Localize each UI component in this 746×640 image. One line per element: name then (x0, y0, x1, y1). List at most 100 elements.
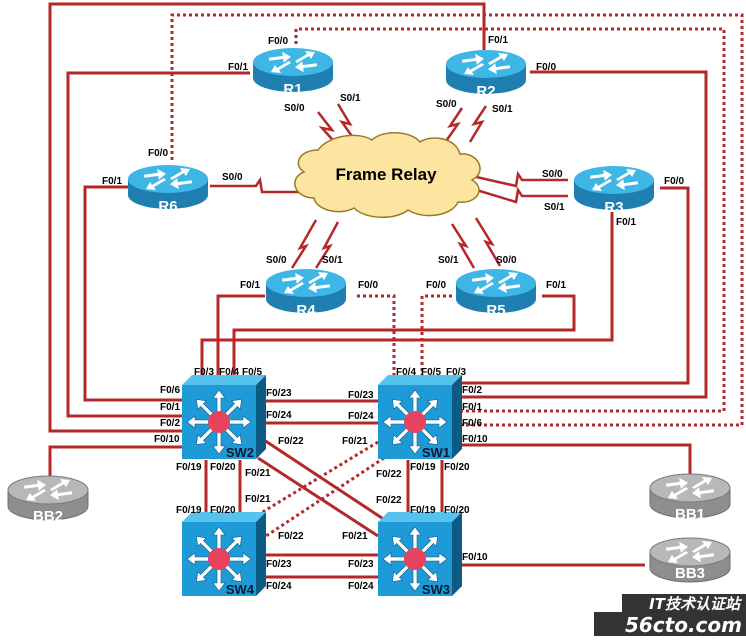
port-label: F0/0 (664, 176, 684, 187)
port-label: F0/10 (462, 552, 488, 563)
switch-sw3[interactable]: SW3 (377, 511, 463, 597)
router-bb3-name: BB3 (675, 565, 705, 582)
port-label: F0/1 (240, 280, 260, 291)
port-label: F0/20 (444, 462, 470, 473)
port-label: F0/5 (421, 367, 441, 378)
port-label: F0/1 (546, 280, 566, 291)
port-label: F0/4 (396, 367, 416, 378)
link-r5-f01-sw2-f05 (232, 294, 576, 377)
router-r5[interactable]: R5 (456, 269, 536, 319)
link-sw2-f02-r2-f01 (48, 2, 486, 433)
router-r2[interactable]: R2 (446, 50, 526, 100)
port-label: F0/21 (245, 468, 271, 479)
port-label: F0/23 (266, 388, 292, 399)
switch-sw3-name: SW3 (422, 582, 450, 597)
router-r4[interactable]: R4 (266, 269, 346, 319)
link-sw2-sw3-f022 (263, 438, 389, 524)
port-label: F0/6 (462, 418, 482, 429)
switch-sw1[interactable]: SW1 (377, 374, 463, 460)
router-r2-name: R2 (476, 83, 495, 100)
link-r6-f01-sw2-f06 (83, 185, 190, 402)
serial-r3-s00 (471, 170, 568, 188)
link-r1-f01-sw2-f01 (66, 71, 250, 418)
watermark-line2: 56cto.com (625, 613, 742, 637)
port-label: S0/0 (436, 99, 457, 110)
router-bb1[interactable]: BB1 (649, 473, 731, 523)
port-label: F0/23 (348, 390, 374, 401)
links (48, 2, 744, 579)
link-sw1-f06-r6-f00 (170, 13, 744, 427)
port-label: F0/1 (228, 62, 248, 73)
switch-sw4-name: SW4 (226, 582, 255, 597)
port-label: F0/21 (342, 531, 368, 542)
link-r2-f00-sw1-f02 (460, 70, 708, 399)
router-r1-name: R1 (283, 81, 302, 98)
port-label: S0/1 (544, 202, 565, 213)
router-r5-name: R5 (486, 302, 505, 319)
link-r1-f00-sw1-f01 (294, 27, 726, 413)
port-label: F0/4 (219, 367, 239, 378)
port-label: F0/24 (266, 410, 292, 421)
port-label: F0/10 (462, 434, 488, 445)
port-label: F0/22 (376, 495, 402, 506)
port-label: S0/0 (496, 255, 517, 266)
port-label: F0/0 (358, 280, 378, 291)
port-label: F0/0 (268, 36, 288, 47)
port-label: F0/0 (426, 280, 446, 291)
port-label: S0/0 (284, 103, 305, 114)
cloud-shape (294, 132, 481, 218)
port-label: F0/22 (376, 469, 402, 480)
router-r6-name: R6 (158, 198, 177, 215)
link-r4-f00-sw1-f04 (357, 294, 396, 377)
router-bb2[interactable]: BB2 (7, 475, 89, 525)
watermark-bg-top (622, 594, 746, 612)
switch-sw2-name: SW2 (226, 445, 254, 460)
port-label: S0/1 (438, 255, 459, 266)
port-label: F0/24 (266, 581, 292, 592)
port-label: F0/19 (410, 462, 436, 473)
port-label: F0/0 (536, 62, 556, 73)
watermark-line1: IT技术认证站 (649, 595, 743, 613)
router-r6[interactable]: R6 (128, 165, 208, 215)
port-label: S0/0 (266, 255, 287, 266)
port-label: F0/3 (194, 367, 214, 378)
serial-r5-s01 (450, 223, 476, 269)
port-labels: F0/0 F0/1 S0/0 S0/1 F0/1 F0/0 S0/0 S0/1 … (102, 35, 684, 592)
port-label: S0/1 (492, 104, 513, 115)
link-r4-f01-sw2-f04 (216, 294, 265, 377)
serial-r5-s00 (474, 217, 502, 267)
port-label: F0/20 (444, 505, 470, 516)
port-label: F0/1 (160, 402, 180, 413)
port-label: F0/20 (210, 505, 236, 516)
port-label: F0/1 (488, 35, 508, 46)
port-label: F0/19 (410, 505, 436, 516)
cloud-label: Frame Relay (335, 165, 437, 184)
router-r3[interactable]: R3 (574, 166, 654, 216)
port-label: F0/24 (348, 581, 374, 592)
switch-sw4[interactable]: SW4 (181, 511, 267, 597)
serial-r4-s01 (314, 221, 340, 269)
link-sw1-sw4-f022 (265, 456, 385, 538)
serial-r3-s01 (469, 186, 568, 204)
router-bb3[interactable]: BB3 (649, 537, 731, 583)
port-label: F0/23 (348, 559, 374, 570)
watermark: IT技术认证站 56cto.com (594, 594, 746, 637)
router-bb1-name: BB1 (675, 506, 705, 523)
port-label: F0/1 (102, 176, 122, 187)
serial-r6-s00 (210, 176, 304, 194)
router-r4-name: R4 (296, 302, 316, 319)
link-r5-f00-sw1-f05 (420, 294, 452, 377)
serial-r1-s01 (336, 103, 358, 143)
switch-sw2[interactable]: SW2 (181, 374, 267, 460)
router-r1[interactable]: R1 (253, 48, 333, 98)
port-label: F0/10 (154, 434, 180, 445)
port-label: S0/0 (222, 172, 243, 183)
port-label: F0/2 (160, 418, 180, 429)
switch-sw1-name: SW1 (422, 445, 450, 460)
watermark-bg-bottom (594, 612, 746, 636)
port-label: F0/5 (242, 367, 262, 378)
port-label: S0/1 (340, 93, 361, 104)
link-sw1-f010-bb1 (460, 443, 692, 474)
serial-r2-s01 (468, 105, 488, 143)
